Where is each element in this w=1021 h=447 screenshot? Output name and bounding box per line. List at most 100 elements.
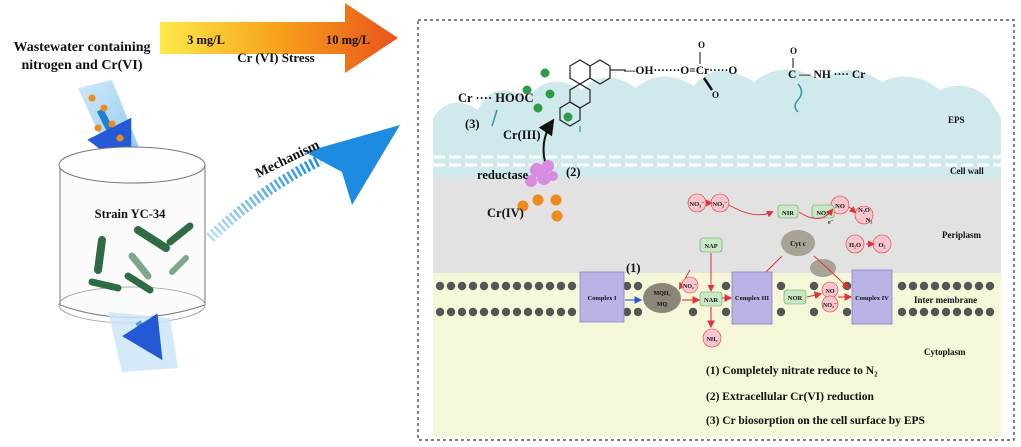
lipid-head: [435, 307, 445, 317]
lipid-head: [952, 281, 962, 291]
chromate-o-top: O: [698, 40, 705, 50]
periplasm-nitrogen-nodes: [687, 193, 892, 254]
mechanism-label: Mechanism: [253, 138, 322, 182]
periplasm-no: NO: [835, 203, 845, 210]
complex-3-label: Complex III: [735, 295, 770, 302]
membrane-label: Inter membrane: [914, 295, 977, 305]
reduction-arrow: [538, 118, 555, 163]
lipid-head: [457, 307, 467, 317]
stress-title: Cr (VI) Stress: [237, 50, 315, 65]
lipid-head: [622, 281, 632, 291]
lipid-head: [908, 307, 918, 317]
membrane-no: NO: [826, 289, 835, 295]
lipid-head: [479, 307, 489, 317]
nor-label: NOR: [788, 295, 803, 302]
wastewater-label-line1: Wastewater containing: [13, 40, 150, 55]
cytochrome-c-2: [810, 259, 836, 277]
amide-o-label: O: [790, 46, 797, 56]
lipid-head: [963, 307, 973, 317]
lipid-head: [633, 307, 643, 317]
amide-cr-binding: C — NH ···· Cr: [788, 69, 865, 81]
lipid-head: [457, 281, 467, 291]
lipid-head: [985, 307, 995, 317]
strain-label: Strain YC-34: [95, 207, 166, 221]
eps-region-label: EPS: [948, 115, 965, 125]
mechanism-arrow: [206, 125, 400, 242]
lipid-head: [941, 281, 951, 291]
lipid-head: [809, 281, 819, 291]
lipid-head: [435, 281, 445, 291]
lipid-head: [622, 307, 632, 317]
lipid-head: [567, 281, 577, 291]
lipid-head: [974, 307, 984, 317]
carboxyl-cr-binding: Cr ···· HOOC: [458, 91, 533, 105]
lipid-head: [479, 281, 489, 291]
lipid-head: [721, 307, 731, 317]
periplasm-enzyme-nodes: [699, 204, 835, 253]
membrane-no2: NO₂⁻: [683, 284, 697, 290]
lipid-head: [446, 307, 456, 317]
complex-4-label: Complex IV: [855, 295, 889, 302]
lipid-head: [523, 307, 533, 317]
cr4-label: Cr(IV): [487, 206, 524, 220]
lipid-head: [930, 307, 940, 317]
cytc-label: Cyt c: [790, 240, 806, 248]
lipid-head: [512, 281, 522, 291]
periplasm-n2o: N₂O: [858, 207, 870, 214]
lipid-head: [534, 281, 544, 291]
lipid-head: [974, 281, 984, 291]
periplasm-no3: NO₃⁻: [689, 201, 704, 208]
lipid-head: [688, 307, 698, 317]
eps-bond-2: [794, 83, 803, 113]
periplasm-n2: N₂: [866, 217, 873, 224]
lipid-head: [941, 307, 951, 317]
step-2-label: (2): [566, 165, 581, 179]
lipid-head: [545, 307, 555, 317]
lipid-head: [567, 307, 577, 317]
membrane-flow-arrows: [625, 291, 853, 329]
wastewater-label-line2: nitrogen and Cr(VI): [21, 58, 142, 73]
effluent-outflow: [108, 312, 178, 372]
mqh2-label: MQH₂: [654, 291, 671, 297]
cell-frame: [417, 19, 1015, 441]
legend-item-2: (2) Extracellular Cr(VI) reduction: [706, 391, 874, 403]
step-1-label: (1): [626, 261, 641, 275]
lipid-head: [512, 307, 522, 317]
lipid-head: [842, 281, 852, 291]
periplasm-h2o: H₂O: [849, 242, 861, 249]
lipid-head: [446, 281, 456, 291]
lipid-head: [501, 307, 511, 317]
cytochrome-c: [781, 230, 815, 256]
cytoplasm-label: Cytoplasm: [924, 347, 966, 357]
lipid-head: [776, 281, 786, 291]
nir-label: NIR: [782, 210, 794, 217]
mq-label: MQ: [657, 302, 668, 308]
periplasm-region: [433, 178, 1001, 273]
periplasm-label: Periplasm: [942, 230, 981, 240]
cell-wall: [433, 155, 1001, 167]
cr3-particles: [522, 68, 573, 122]
inner-membrane-bilayer: [435, 281, 995, 317]
lipid-head: [842, 307, 852, 317]
reductase-enzyme: [525, 160, 558, 187]
stress-high-label: 10 mg/L: [326, 33, 370, 47]
lipid-head: [809, 307, 819, 317]
cell-wall-label: Cell wall: [950, 166, 984, 176]
lipid-head: [468, 307, 478, 317]
stress-arrow: [160, 3, 398, 73]
lipid-head: [963, 281, 973, 291]
lipid-head: [919, 307, 929, 317]
nos-label: NOS: [816, 210, 830, 217]
lipid-head: [556, 281, 566, 291]
lipid-head: [545, 281, 555, 291]
lipid-head: [952, 307, 962, 317]
eps-layer: [433, 69, 1001, 178]
nh3-label: NH₃: [707, 337, 718, 343]
lipid-head: [897, 281, 907, 291]
cr3-label: Cr(III): [503, 128, 541, 142]
nap-label: NAP: [704, 243, 717, 250]
lipid-head: [468, 281, 478, 291]
stress-low-label: 3 mg/L: [187, 33, 225, 47]
bacteria-cells: [88, 222, 194, 294]
